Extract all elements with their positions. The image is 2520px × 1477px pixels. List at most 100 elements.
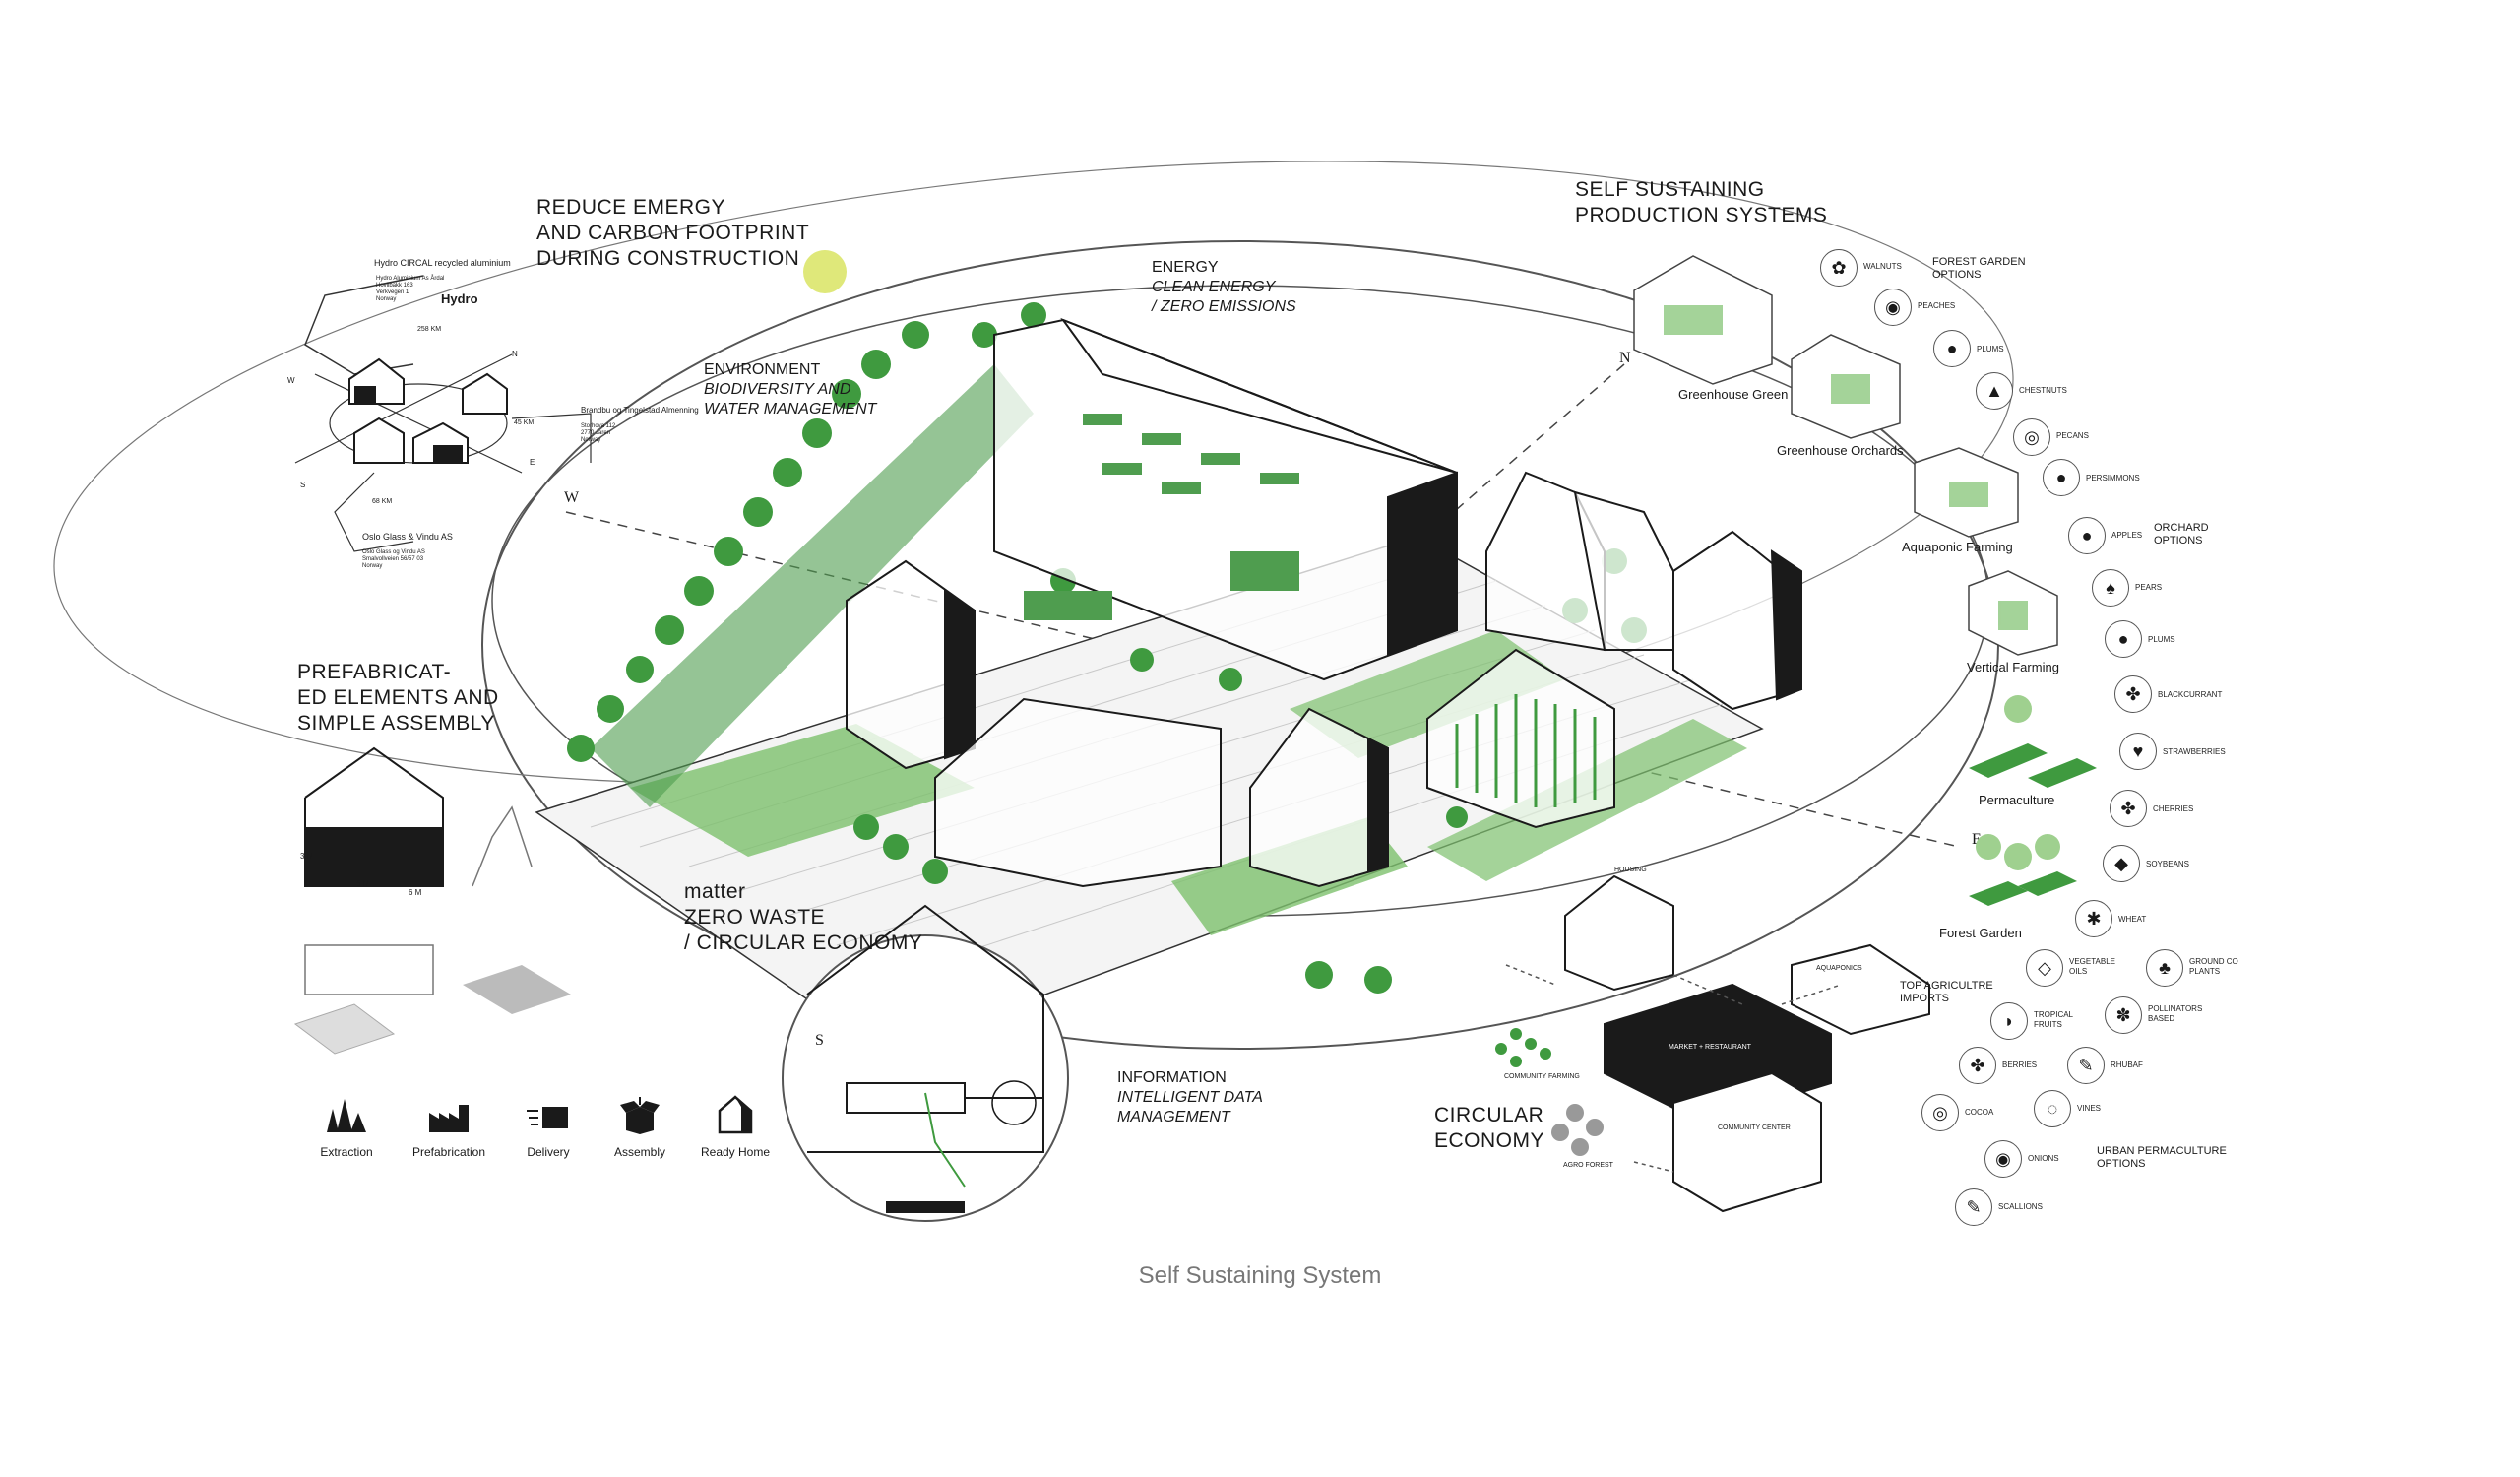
- cherries-icon: ✤: [2110, 790, 2147, 827]
- supplier-oslo-title: Oslo Glass & Vindu AS: [362, 532, 453, 542]
- forest-strip: [591, 364, 1034, 807]
- process-delivery: Delivery: [504, 1095, 593, 1159]
- cocoa-icon: ◎: [1922, 1094, 1959, 1131]
- label-aquaponics: AQUAPONICS: [1816, 965, 1862, 972]
- group-urban: URBAN PERMACULTURE OPTIONS: [2097, 1145, 2227, 1170]
- persimmons-icon: ●: [2043, 459, 2080, 496]
- dim-height: 3 M: [300, 852, 314, 861]
- crop-label: TROPICAL FRUITS: [2034, 1010, 2074, 1029]
- compass-s: S: [815, 1032, 824, 1049]
- plums-icon: ●: [1933, 330, 1971, 367]
- supplier-brandbu-addr: Storhova 112 2770 Jaren Norway: [581, 423, 616, 443]
- blackcurrant-icon: ✤: [2114, 675, 2152, 713]
- supplier-brandbu-title: Brandbu og Tingelstad Almenning: [581, 406, 699, 415]
- crop-label: PLUMS: [2148, 635, 2175, 644]
- crop-label: BLACKCURRANT: [2158, 690, 2223, 699]
- extraction-icon: [327, 1099, 366, 1132]
- dim-width: 6 M: [356, 879, 370, 888]
- compass-n: N: [1619, 350, 1631, 366]
- tropical-fruits-icon: ◗: [1990, 1002, 2028, 1040]
- plums-icon: ●: [2105, 620, 2142, 658]
- crop-label: WHEAT: [2118, 915, 2147, 924]
- group-imports: TOP AGRICULTRE IMPORTS: [1900, 980, 1993, 1004]
- scallions-icon: ✎: [1955, 1188, 1992, 1226]
- label-community-center: COMMUNITY CENTER: [1718, 1124, 1791, 1131]
- greenhouse-arch: [1426, 648, 1615, 829]
- crop-label: PEARS: [2135, 583, 2163, 592]
- crop-label: VINES: [2077, 1104, 2102, 1113]
- crop-label: PECANS: [2056, 431, 2089, 440]
- prod-permaculture: Permaculture: [1979, 793, 2055, 807]
- field-d: [1290, 630, 1565, 758]
- crop-label: SOYBEANS: [2146, 860, 2190, 868]
- onions-icon: ◉: [1984, 1140, 2022, 1178]
- crop-label: COCOA: [1965, 1108, 1994, 1117]
- crop-label: PLUMS: [1977, 345, 2004, 353]
- strawberries-icon: ♥: [2119, 733, 2157, 770]
- rhubarb-icon: ✎: [2067, 1047, 2105, 1084]
- process-extraction: Extraction: [302, 1095, 391, 1159]
- matter-house-outline: [806, 904, 1044, 1153]
- heading-information-sub: INTELLIGENT DATA MANAGEMENT: [1117, 1089, 1263, 1125]
- label-market: MARKET + RESTAURANT: [1669, 1044, 1751, 1051]
- vines-icon: ◌: [2034, 1090, 2071, 1127]
- heading-circular: CIRCULAR ECONOMY: [1434, 1104, 1545, 1152]
- house-icon: [718, 1095, 753, 1134]
- compass-e: E: [1972, 831, 1982, 848]
- heading-reduce-emergy: REDUCE EMERGY AND CARBON FOOTPRINT DURIN…: [536, 196, 810, 270]
- label-community-farming: COMMUNITY FARMING: [1504, 1073, 1580, 1080]
- soybeans-icon: ◆: [2103, 845, 2140, 882]
- crop-label: POLLINATORS BASED: [2148, 1004, 2203, 1023]
- heading-self-sustaining: SELF SUSTAINING PRODUCTION SYSTEMS: [1575, 178, 1828, 226]
- heading-energy: ENERGY: [1152, 259, 1219, 276]
- crop-label: STRAWBERRIES: [2163, 747, 2226, 756]
- prod-vertical: Vertical Farming: [1967, 660, 2059, 674]
- pecans-icon: ◎: [2013, 418, 2050, 456]
- crop-label: BERRIES: [2002, 1060, 2038, 1069]
- ground-plants-icon: ♣: [2146, 949, 2183, 987]
- building-middle: [934, 697, 1222, 888]
- pears-icon: ♠: [2092, 569, 2129, 607]
- crop-label: APPLES: [2111, 531, 2143, 540]
- prod-green-roofs: Greenhouse Green Roofs: [1678, 387, 1825, 402]
- dim-depth: 6 M: [409, 888, 422, 897]
- walnuts-icon: ✿: [1820, 249, 1858, 287]
- crop-label: PERSIMMONS: [2086, 474, 2140, 482]
- supplier-oslo-addr: Oslo Glass og Vindu AS Smalvollveien 56/…: [362, 549, 425, 569]
- vegetable-oils-icon: ◇: [2026, 949, 2063, 987]
- heading-environment: ENVIRONMENT: [704, 361, 821, 378]
- crop-label: PEACHES: [1918, 301, 1956, 310]
- group-forest-garden: FOREST GARDEN OPTIONS: [1932, 256, 2026, 281]
- heading-energy-sub: CLEAN ENERGY / ZERO EMISSIONS: [1152, 279, 1296, 315]
- prod-forest-garden: Forest Garden: [1939, 926, 2022, 940]
- box-icon: [620, 1097, 660, 1134]
- wheat-icon: ✱: [2075, 900, 2112, 937]
- supplier-hydro-addr: Hydro Aluminium As Årdal Hovlibakk 163 V…: [376, 276, 445, 302]
- compass-w: W: [564, 489, 580, 506]
- apples-icon: ●: [2068, 517, 2106, 554]
- process-ready-home: Ready Home: [691, 1095, 780, 1159]
- crop-label: SCALLIONS: [1998, 1202, 2043, 1211]
- circ-community: [1672, 1071, 1822, 1213]
- crop-label: ONIONS: [2028, 1154, 2059, 1163]
- heading-information: INFORMATION: [1117, 1069, 1227, 1086]
- prod-orchards: Greenhouse Orchards: [1777, 443, 1904, 458]
- heading-matter: matter: [684, 880, 746, 903]
- heading-matter-sub: ZERO WASTE / CIRCULAR ECONOMY: [684, 906, 923, 954]
- process-prefabrication: Prefabrication: [405, 1095, 493, 1159]
- supplier-hydro-title: Hydro CIRCAL recycled aluminium: [374, 258, 511, 268]
- circ-aquaponics: [1791, 943, 1930, 1036]
- crop-label: GROUND CO PLANTS: [2189, 957, 2238, 976]
- heading-prefab: PREFABRICAT- ED ELEMENTS AND SIMPLE ASSE…: [297, 661, 499, 735]
- peaches-icon: ◉: [1874, 289, 1912, 326]
- matter-circle: [782, 934, 1069, 1222]
- delivery-icon: [527, 1107, 568, 1128]
- dist-45: 45 KM: [514, 419, 535, 426]
- heading-environment-sub: BIODIVERSITY AND WATER MANAGEMENT: [704, 381, 877, 417]
- dist-258: 258 KM: [417, 326, 442, 333]
- diagram-caption: Self Sustaining System: [1138, 1262, 1382, 1289]
- chestnuts-icon: ▲: [1976, 372, 2013, 410]
- circ-housing: [1564, 874, 1674, 992]
- crop-label: VEGETABLE OILS: [2069, 957, 2115, 976]
